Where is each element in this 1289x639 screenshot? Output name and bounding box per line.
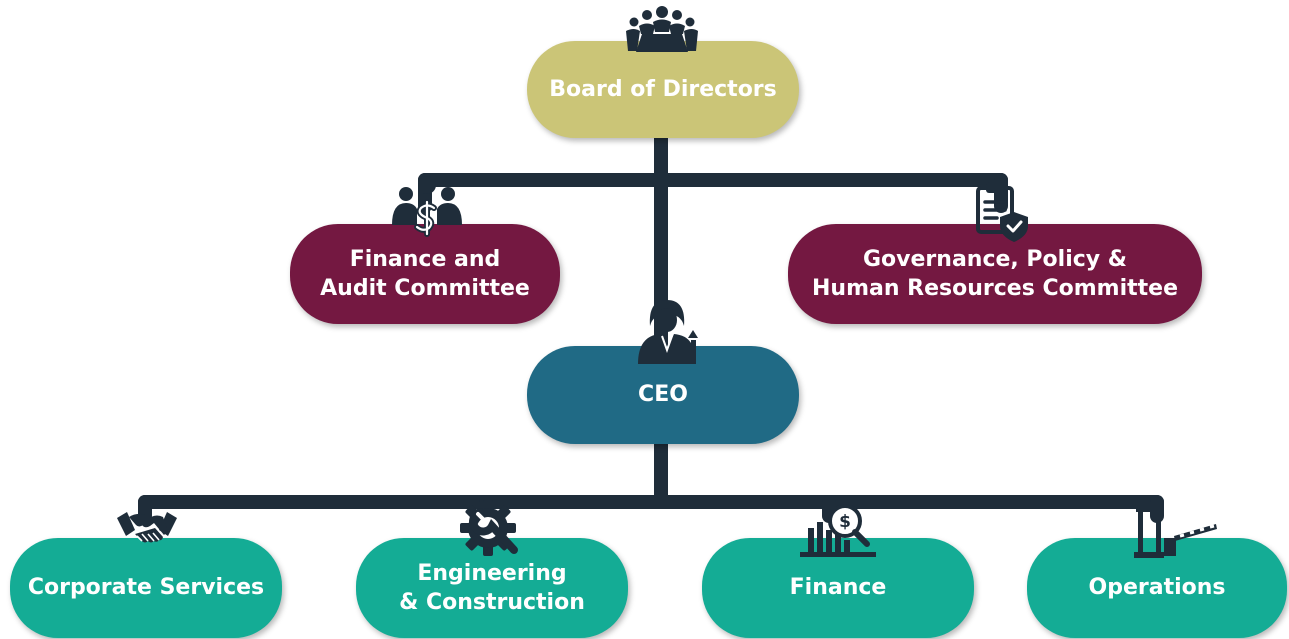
corporate-services-label: Corporate Services xyxy=(27,575,265,601)
governance-policy-hr-committee-label: Governance, Policy & Human Resources Com… xyxy=(812,246,1178,301)
board-of-directors-node: Board of Directors xyxy=(527,41,799,138)
engineering-construction-node: Engineering & Construction xyxy=(356,538,628,638)
engineering-construction-label: Engineering & Construction xyxy=(399,560,585,615)
finance-team-icon xyxy=(390,175,464,245)
finance-label: Finance xyxy=(789,575,887,601)
dollar-chart-magnifier-icon: $ xyxy=(798,502,880,558)
handshake-icon xyxy=(116,506,178,552)
board-of-directors-label: Board of Directors xyxy=(549,76,777,102)
toll-barrier-icon xyxy=(1134,506,1218,558)
department-connector xyxy=(138,495,1164,509)
gear-wrench-icon xyxy=(458,498,522,562)
corporate-services-node: Corporate Services xyxy=(10,538,282,638)
operations-label: Operations xyxy=(1088,575,1226,601)
finance-audit-committee-label: Finance and Audit Committee xyxy=(320,246,530,301)
committee-connector xyxy=(418,173,1008,187)
governance-policy-hr-committee-node: Governance, Policy & Human Resources Com… xyxy=(788,224,1202,324)
svg-text:$: $ xyxy=(839,512,851,532)
ceo-label: CEO xyxy=(638,382,688,408)
finance-audit-committee-node: Finance and Audit Committee xyxy=(290,224,560,324)
executive-growth-icon xyxy=(636,296,702,366)
policy-clipboard-shield-icon xyxy=(972,178,1034,244)
meeting-table-icon xyxy=(624,4,700,54)
